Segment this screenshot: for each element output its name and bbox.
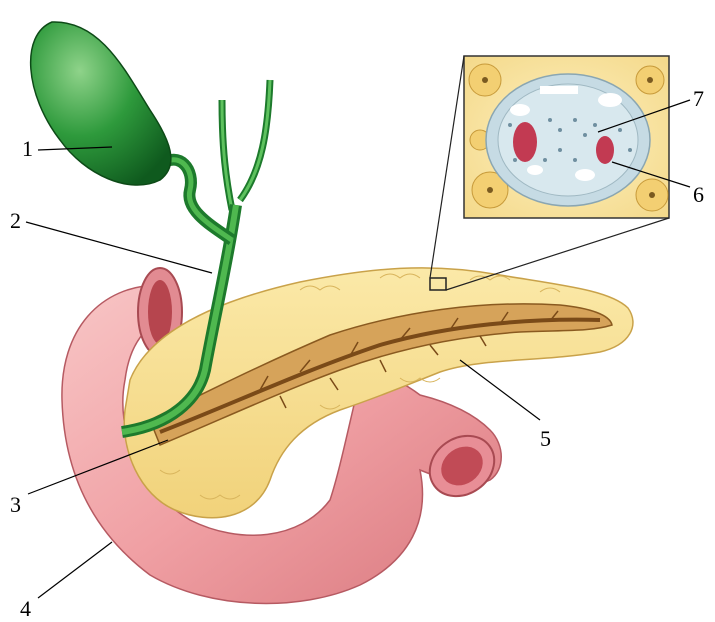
label-1: 1 xyxy=(22,138,33,160)
label-3: 3 xyxy=(10,494,21,516)
label-7: 7 xyxy=(693,88,704,110)
label-5: 5 xyxy=(540,428,551,450)
label-6: 6 xyxy=(693,184,704,206)
label-4: 4 xyxy=(20,598,31,620)
histology-inset xyxy=(464,56,669,218)
label-2: 2 xyxy=(10,210,21,232)
